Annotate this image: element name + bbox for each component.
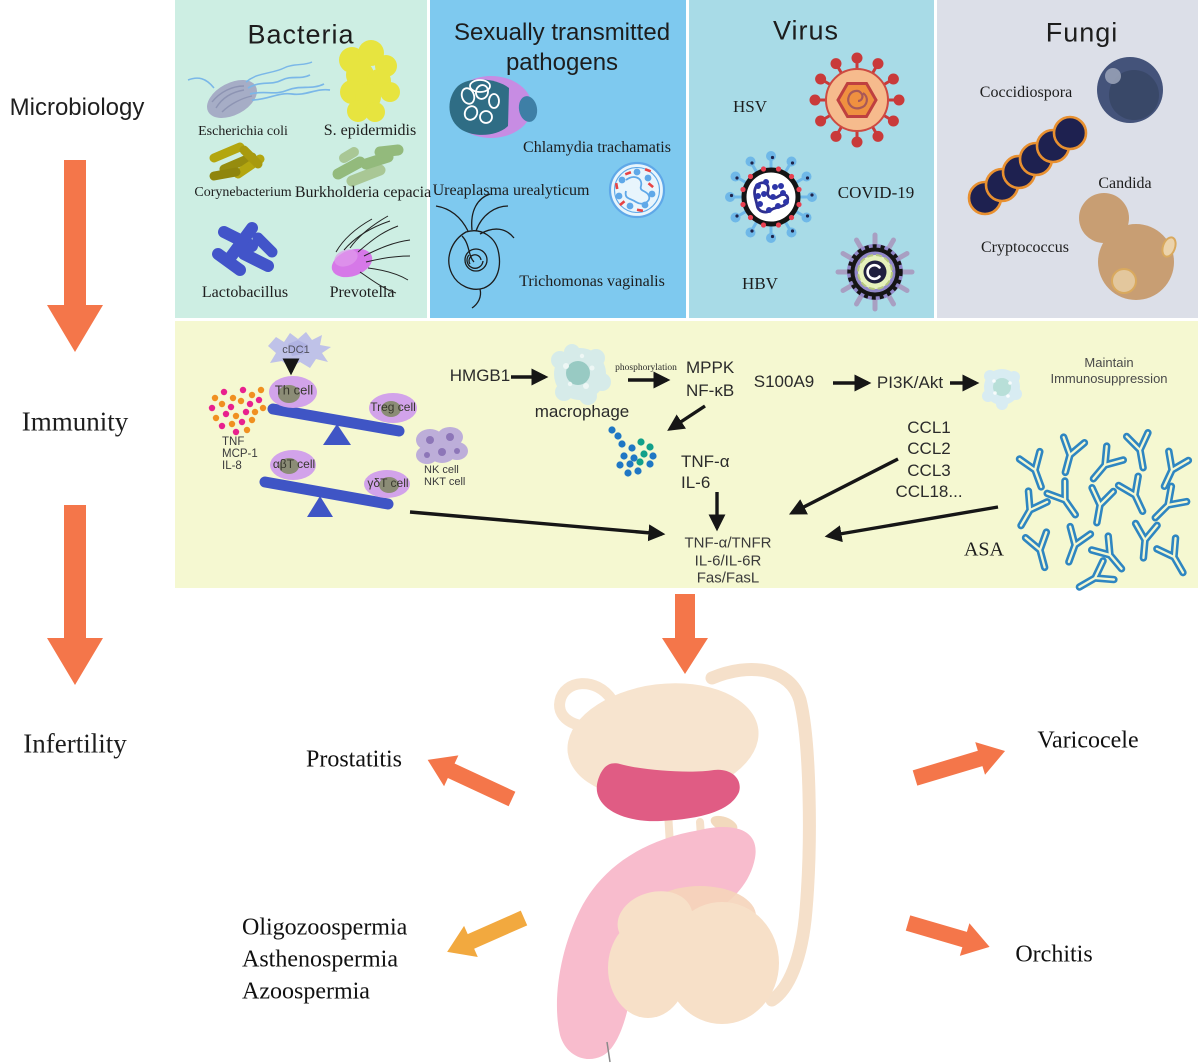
pathway-arrows bbox=[409, 368, 999, 543]
azoospermia-label: Azoospermia bbox=[242, 978, 370, 1005]
ccl18-label: CCL18... bbox=[895, 482, 963, 501]
tnf-cytokine-dots bbox=[208, 386, 267, 436]
spore-chain-icon bbox=[967, 115, 1088, 216]
il6r-label: IL-6/IL-6R bbox=[694, 552, 762, 570]
th-cell-label: Th cell bbox=[274, 382, 314, 398]
nfkb-label: NF-κB bbox=[686, 381, 735, 400]
immunity-label: Immunity bbox=[21, 406, 129, 437]
chlamydia-label: Chlamydia trachamatis bbox=[523, 139, 671, 156]
tnfa-label: TNF-α bbox=[681, 452, 730, 471]
cdc1-label: cDC1 bbox=[282, 344, 310, 356]
microbiology-label: Microbiology bbox=[9, 94, 145, 121]
il8-label: IL-8 bbox=[222, 460, 242, 472]
cryptococcus-label: Cryptococcus bbox=[981, 239, 1069, 256]
varicocele-arrow bbox=[912, 742, 1006, 786]
nkt-cell-label: NKT cell bbox=[424, 476, 466, 488]
hbv-virion-icon bbox=[835, 232, 915, 312]
coccidiospora-label: Coccidiospora bbox=[979, 84, 1073, 101]
immunity-to-anatomy-arrow bbox=[662, 594, 708, 674]
lactobacillus-icon bbox=[212, 222, 278, 276]
e-coli-label: Escherichia coli bbox=[198, 124, 288, 139]
hsv-virion-icon bbox=[809, 52, 905, 148]
prevotella-icon bbox=[331, 215, 411, 294]
abt-cell-label: αβT cell bbox=[272, 457, 316, 471]
virus-title: Virus bbox=[772, 15, 840, 46]
trichomonas-label: Trichomonas vaginalis bbox=[519, 273, 665, 290]
sti-title: Sexually transmitted pathogens bbox=[453, 19, 671, 76]
penis bbox=[556, 827, 756, 1060]
orchitis-label: Orchitis bbox=[1015, 941, 1093, 968]
asthenospermia-label: Asthenospermia bbox=[242, 946, 398, 973]
chlamydia-icon bbox=[449, 76, 538, 138]
hmgb1-label: HMGB1 bbox=[449, 366, 511, 385]
prostate bbox=[596, 763, 740, 822]
right-testis bbox=[665, 902, 779, 1024]
prevotella-label: Prevotella bbox=[329, 284, 395, 301]
ccl2-label: CCL2 bbox=[907, 439, 951, 458]
nk-cell-label: NK cell bbox=[424, 464, 459, 476]
fasl-label: Fas/FasL bbox=[696, 569, 760, 587]
macrophage-label: macrophage bbox=[534, 402, 630, 421]
burkholderia-icon bbox=[332, 144, 404, 187]
vas-deferens-loop bbox=[705, 662, 816, 1007]
gdt-cell-label: γδT cell bbox=[367, 476, 409, 490]
corynebacterium-label: Corynebacterium bbox=[194, 185, 292, 200]
mcp1-label: MCP-1 bbox=[222, 448, 258, 460]
maintain-immunosuppression-label: Maintain Immunosuppression bbox=[1050, 354, 1168, 386]
candida-yeast-icon bbox=[1079, 193, 1177, 300]
flow-arrows bbox=[47, 160, 708, 685]
orchitis-arrow bbox=[905, 915, 990, 956]
tnfa-il6-dots bbox=[608, 426, 657, 477]
tnf-label: TNF bbox=[222, 436, 245, 448]
nk-nkt-cell-cluster-icon bbox=[416, 427, 468, 464]
sti-panel bbox=[430, 0, 686, 318]
prostatitis-label: Prostatitis bbox=[305, 746, 403, 773]
covid-virion-icon bbox=[725, 151, 817, 243]
treg-cell-label: Treg cell bbox=[370, 400, 416, 414]
abt-gdt-seesaw bbox=[259, 450, 410, 517]
microbiology-to-immunity-arrow bbox=[47, 160, 103, 352]
hbv-label: HBV bbox=[742, 274, 778, 293]
infertility-label: Infertility bbox=[23, 728, 127, 759]
corynebacterium-icon bbox=[209, 142, 265, 181]
coccidiospora-sphere-icon bbox=[1097, 57, 1163, 123]
immunosuppression-cell-icon bbox=[982, 369, 1022, 410]
sperm-disorders-arrow bbox=[447, 910, 528, 957]
ureaplasma-icon bbox=[608, 161, 666, 219]
burkholderia-label: Burkholderia cepacia bbox=[294, 184, 432, 201]
e-coli-icon bbox=[187, 61, 331, 118]
left-testis bbox=[608, 918, 688, 1018]
macrophage-icon bbox=[551, 344, 611, 405]
th-treg-seesaw bbox=[267, 376, 417, 445]
candida-label: Candida bbox=[1098, 175, 1152, 192]
s-epidermidis-label: S. epidermidis bbox=[323, 122, 417, 139]
mppk-label: MPPK bbox=[686, 358, 735, 377]
asa-label: ASA bbox=[963, 538, 1005, 561]
pi3k-akt-label: PI3K/Akt bbox=[876, 373, 944, 392]
ureaplasma-label: Ureaplasma urealyticum bbox=[432, 182, 590, 199]
fungi-title: Fungi bbox=[1045, 17, 1119, 48]
outcome-arrows bbox=[427, 742, 1006, 957]
bacteria-title: Bacteria bbox=[247, 19, 355, 50]
tnfr-label: TNF-α/TNFR bbox=[684, 534, 772, 552]
lactobacillus-label: Lactobacillus bbox=[201, 284, 289, 301]
hsv-label: HSV bbox=[732, 97, 768, 116]
s-epidermidis-icon bbox=[339, 40, 400, 122]
prostatitis-arrow bbox=[427, 755, 516, 807]
immunity-to-infertility-arrow bbox=[47, 505, 103, 685]
trichomonas-icon bbox=[435, 193, 515, 309]
ccl1-label: CCL1 bbox=[907, 418, 951, 437]
varicocele-label: Varicocele bbox=[1037, 727, 1139, 754]
covid-label: COVID-19 bbox=[837, 183, 915, 202]
male-reproductive-anatomy-illustration bbox=[554, 662, 816, 1063]
asa-antibody-cluster-icon bbox=[1012, 433, 1193, 597]
il6-label: IL-6 bbox=[681, 473, 711, 492]
s100a9-label: S100A9 bbox=[753, 372, 815, 391]
ccl3-label: CCL3 bbox=[907, 461, 951, 480]
oligozoospermia-label: Oligozoospermia bbox=[242, 914, 408, 941]
phosphorylation-label: phosphorylation bbox=[615, 363, 677, 373]
